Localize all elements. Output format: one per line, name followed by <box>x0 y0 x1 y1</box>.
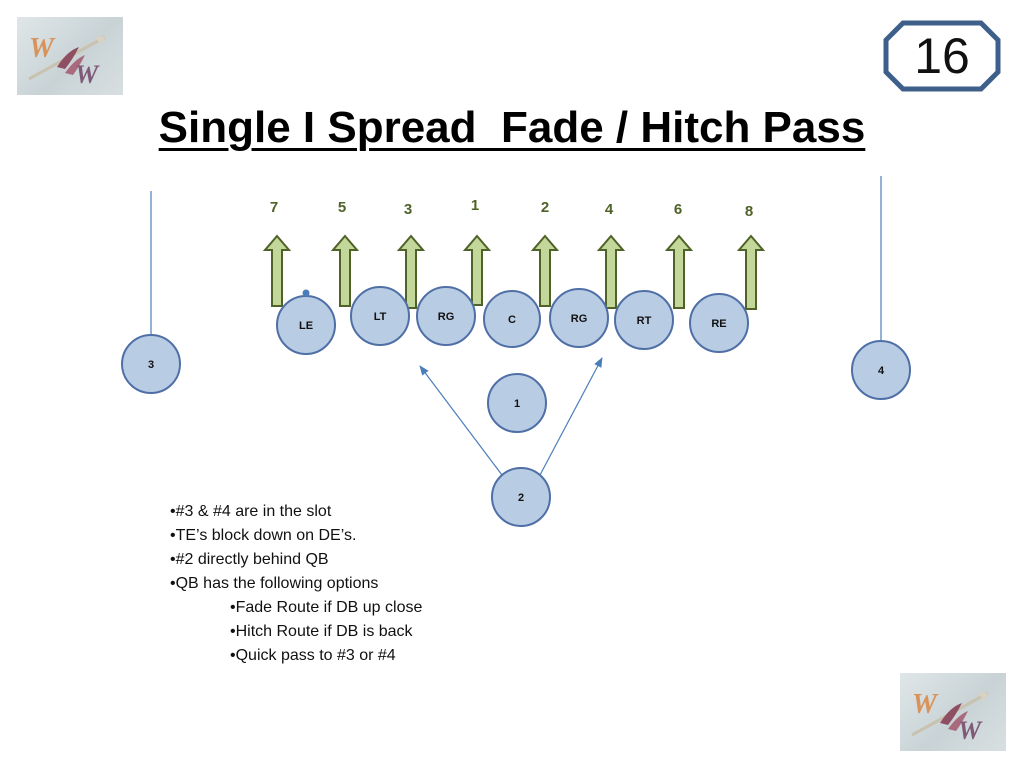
route-number-label: 1 <box>471 197 479 214</box>
svg-text:W: W <box>958 716 983 745</box>
route-number-label: 5 <box>338 199 346 216</box>
route-number-label: 2 <box>541 199 549 216</box>
lineman-rg: RG <box>416 286 476 346</box>
slide-number: 16 <box>914 28 970 84</box>
route-number-label: 3 <box>404 201 412 218</box>
route-arrow-8 <box>736 234 766 310</box>
svg-text:W: W <box>912 689 939 720</box>
player-label: 2 <box>518 492 524 504</box>
octagon-badge-icon <box>883 20 1001 92</box>
lineman-le: LE <box>276 295 336 355</box>
player-label: 4 <box>878 365 885 377</box>
player-circle <box>689 293 749 353</box>
back-1: 1 <box>487 373 547 433</box>
route-arrow-2 <box>530 234 560 307</box>
player-circle <box>851 340 911 400</box>
player-label: C <box>508 314 516 326</box>
note-item: •Quick pass to #3 or #4 <box>230 647 396 664</box>
route-arrow-3 <box>396 234 426 309</box>
back-4: 4 <box>851 340 911 400</box>
back-3: 3 <box>121 334 181 394</box>
note-item: •#2 directly behind QB <box>170 551 329 568</box>
player-label: RG <box>571 313 588 325</box>
route-number-label: 4 <box>605 201 614 218</box>
slide-number-badge: 16 <box>883 20 1001 92</box>
note-item: •TE’s block down on DE’s. <box>170 527 357 544</box>
route-arrow-5 <box>330 234 360 307</box>
svg-text:W: W <box>29 33 56 64</box>
route-number-label: 7 <box>270 199 278 216</box>
player-circle <box>549 288 609 348</box>
lineman-lt: LT <box>350 286 410 346</box>
player-circle <box>416 286 476 346</box>
route-arrows <box>262 234 766 310</box>
pass-arrow-right <box>539 357 603 476</box>
route-number-label: 8 <box>745 203 753 220</box>
note-item: •Fade Route if DB up close <box>230 599 423 616</box>
route-arrow-6 <box>664 234 694 309</box>
player-label: LE <box>299 320 313 332</box>
player-circle <box>487 373 547 433</box>
player-circle <box>491 467 551 527</box>
route-arrow-1 <box>462 234 492 306</box>
lineman-re: RE <box>689 293 749 353</box>
player-circle <box>614 290 674 350</box>
back-2: 2 <box>491 467 551 527</box>
ww-logo: W W <box>17 17 123 95</box>
arrow-logo-icon: W W <box>911 689 989 745</box>
slide-title: Single I Spread Fade / Hitch Pass <box>0 103 1024 153</box>
player-circle <box>483 290 541 348</box>
lineman-rg: RG <box>549 288 609 348</box>
player-circle <box>121 334 181 394</box>
player-label: 3 <box>148 359 154 371</box>
route-arrow-7 <box>262 234 292 307</box>
arrow-logo-icon: W W <box>28 33 106 89</box>
lineman-rt: RT <box>614 290 674 350</box>
player-label: RT <box>637 315 652 327</box>
route-arrow-4 <box>596 234 626 309</box>
note-item: •QB has the following options <box>170 575 379 592</box>
players: LE LT RG C RG RT RE 3 4 1 2 <box>121 286 911 527</box>
coaching-notes: •#3 & #4 are in the slot •TE’s block down… <box>170 500 570 668</box>
lineman-c: C <box>483 290 541 348</box>
slide-title-text: Single I Spread Fade / Hitch Pass <box>158 103 866 152</box>
player-circle <box>350 286 410 346</box>
note-item: •Hitch Route if DB is back <box>230 623 413 640</box>
note-item: •#3 & #4 are in the slot <box>170 503 332 520</box>
player-label: RG <box>438 311 455 323</box>
player-label: LT <box>374 311 387 323</box>
ww-logo: W W <box>900 673 1006 751</box>
route-numbers: 7 5 3 1 2 4 6 8 <box>270 197 753 220</box>
player-label: RE <box>711 318 726 330</box>
route-number-label: 6 <box>674 201 682 218</box>
tight-end-marker <box>302 289 310 297</box>
svg-text:W: W <box>75 60 100 89</box>
player-label: 1 <box>514 398 520 410</box>
pass-arrow-left <box>419 365 503 476</box>
